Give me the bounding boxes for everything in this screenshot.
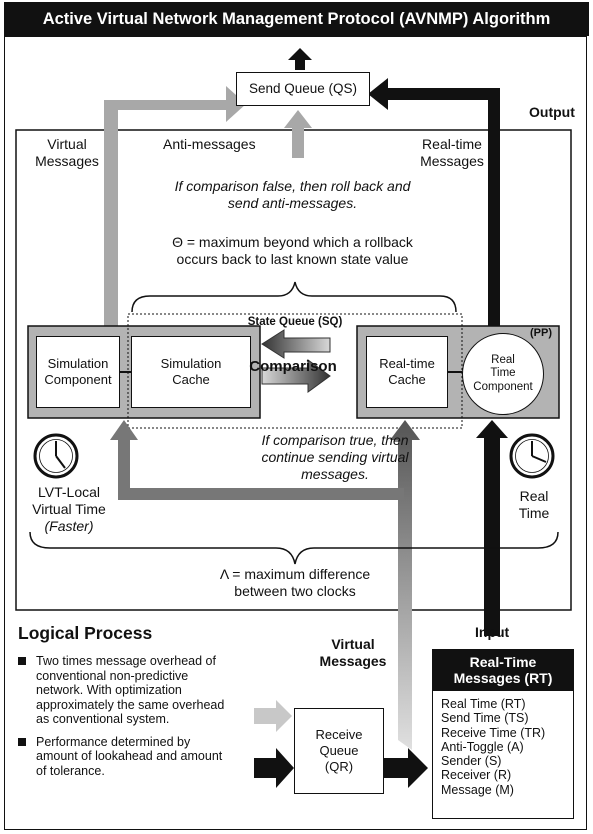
realtime-message-path — [368, 78, 500, 330]
real-time-clock-icon — [509, 433, 555, 479]
receive-gray-arrow — [254, 700, 292, 732]
rt-component-line1: Real — [491, 353, 515, 366]
virtual-messages-top-label: Virtual Messages — [32, 136, 102, 170]
virtual-return-path — [390, 420, 420, 750]
comparison-label: Comparison — [249, 358, 337, 375]
lambda-note-line2: between two clocks — [234, 583, 356, 599]
rt-fields-list: Real Time (RT) Send Time (TS) Receive Ti… — [433, 691, 573, 797]
rt-header-line2: Messages (RT) — [453, 670, 553, 686]
theta-brace — [131, 281, 457, 313]
rt-field: Message (M) — [441, 782, 514, 797]
virtual-message-path — [104, 86, 246, 330]
continue-note-line1: If comparison true, then — [261, 432, 409, 448]
send-queue-label: Send Queue (QS) — [248, 81, 358, 96]
rt-connector — [448, 371, 462, 373]
theta-note-line2: occurs back to last known state value — [176, 251, 409, 267]
comparison-right-arrow — [261, 359, 331, 393]
rt-field: Send Time (TS) — [441, 711, 529, 726]
rt-messages-box: Real-Time Messages (RT) Real Time (RT) S… — [432, 649, 574, 819]
rt-component-line2: Time — [490, 367, 516, 380]
virtual-messages-top-line2: Messages — [35, 153, 99, 169]
rt-field: Receiver (R) — [441, 768, 512, 783]
lvt-clock-icon — [33, 433, 79, 479]
receive-to-rt-arrow — [384, 748, 428, 788]
rt-messages-header: Real-Time Messages (RT) — [433, 650, 573, 691]
pp-label: (PP) — [530, 327, 552, 339]
lvt-line1: LVT-Local — [38, 484, 100, 500]
realtime-messages-top-label: Real-time Messages — [402, 136, 502, 170]
rt-component-line3: Component — [473, 380, 533, 393]
rt-field: Real Time (RT) — [441, 697, 526, 711]
send-queue-box: Send Queue (QS) — [236, 72, 370, 106]
sim-cache-return-path — [110, 420, 404, 500]
virtual-messages-bottom-label: Virtual Messages — [308, 636, 398, 670]
receive-queue-line3: (QR) — [324, 759, 354, 774]
input-arrow — [476, 420, 508, 636]
virtual-messages-bottom-line2: Messages — [319, 653, 387, 669]
theta-note-line1: Θ = maximum beyond which a rollback — [172, 234, 413, 250]
real-time-line1: Real — [519, 488, 549, 504]
rollback-note: If comparison false, then roll back and … — [120, 178, 465, 212]
comparison-left-arrow — [261, 329, 331, 359]
state-queue-label: State Queue (SQ) — [247, 316, 343, 328]
receive-black-arrow — [254, 748, 294, 788]
logical-process-heading: Logical Process — [18, 623, 153, 643]
continue-note-line2: continue sending virtual — [261, 449, 409, 465]
lambda-note-line1: Λ = maximum difference — [219, 566, 371, 582]
theta-note: Θ = maximum beyond which a rollback occu… — [120, 234, 465, 268]
lvt-line2: Virtual Time — [32, 501, 106, 517]
lvt-faster: (Faster) — [44, 518, 94, 534]
rt-cache-line2: Cache — [388, 372, 426, 387]
lvt-label: LVT-Local Virtual Time (Faster) — [22, 484, 116, 535]
real-time-line2: Time — [518, 505, 550, 521]
input-label: Input — [475, 624, 510, 640]
feature-item: Two times message overhead of convention… — [16, 654, 230, 727]
rt-field: Receive Time (TR) — [441, 725, 546, 740]
lambda-brace — [29, 531, 559, 565]
rt-field: Sender (S) — [441, 754, 502, 769]
virtual-messages-bottom-line1: Virtual — [331, 636, 375, 652]
lambda-note: Λ = maximum difference between two clock… — [180, 566, 410, 600]
receive-queue-line1: Receive — [315, 727, 363, 742]
rollback-note-line1: If comparison false, then roll back and — [174, 178, 411, 194]
sim-component-line1: Simulation — [47, 356, 109, 371]
output-label: Output — [529, 104, 575, 120]
continue-note: If comparison true, then continue sendin… — [230, 432, 440, 483]
sim-component-line2: Component — [44, 372, 112, 387]
sim-connector — [120, 371, 131, 373]
output-up-arrow — [288, 48, 312, 70]
anti-messages-label: Anti-messages — [163, 136, 256, 152]
outer-frame — [4, 36, 587, 830]
page-title: Active Virtual Network Management Protoc… — [42, 9, 551, 28]
rt-field: Anti-Toggle (A) — [441, 739, 524, 754]
feature-list: Two times message overhead of convention… — [16, 654, 230, 786]
sim-cache-line1: Simulation — [160, 356, 222, 371]
rollback-note-line2: send anti-messages. — [227, 195, 358, 211]
virtual-messages-top-line1: Virtual — [47, 136, 87, 152]
title-bar: Active Virtual Network Management Protoc… — [4, 2, 589, 36]
realtime-messages-top-line2: Messages — [420, 153, 484, 169]
rt-header-line1: Real-Time — [469, 654, 537, 670]
feature-item: Performance determined by amount of look… — [16, 735, 230, 779]
rt-cache-line1: Real-time — [379, 356, 435, 371]
receive-queue-line2: Queue — [319, 743, 359, 758]
anti-message-arrow — [284, 110, 312, 158]
continue-note-line3: messages. — [301, 466, 369, 482]
realtime-messages-top-line1: Real-time — [422, 136, 482, 152]
real-time-label: Real Time — [510, 488, 558, 522]
sim-cache-line2: Cache — [172, 372, 210, 387]
